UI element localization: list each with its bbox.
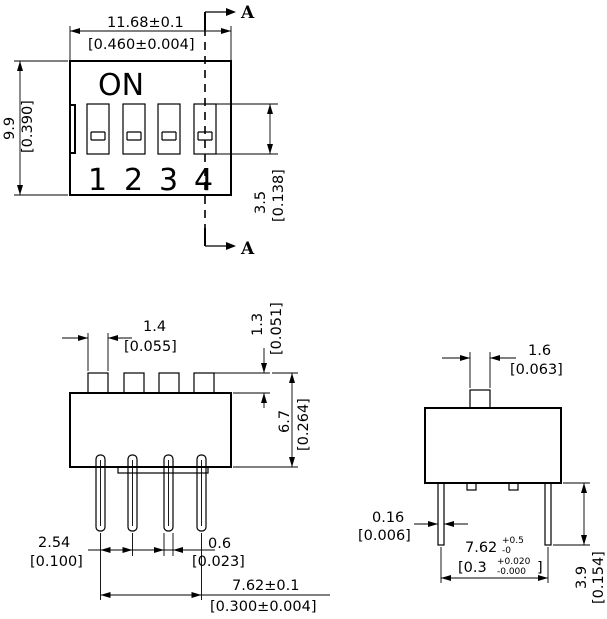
front-actuator-height-mm: 1.3	[250, 313, 266, 336]
side-actuator	[469, 389, 491, 409]
side-actuator-width-mm: 1.6	[528, 343, 551, 359]
side-row-spacing-in-tol-minus: -0.000	[497, 567, 526, 577]
switch-number-2: 2	[124, 163, 143, 198]
actuator-2	[123, 372, 145, 394]
side-pin-length-mm: 3.9	[574, 566, 590, 589]
front-standoff	[117, 466, 209, 474]
switch-number-1: 1	[88, 163, 107, 198]
top-view-edge-marker	[69, 104, 76, 154]
switch-slot-2	[122, 103, 146, 155]
front-body-height-dimension	[233, 372, 298, 468]
height-in: [0.390]	[20, 100, 36, 153]
side-row-spacing-in-close: ]	[537, 560, 543, 576]
section-label-top: A	[240, 3, 255, 23]
section-line	[204, 8, 236, 250]
side-pin-length-in: [0.154]	[591, 551, 607, 604]
width-dimension	[69, 26, 232, 60]
side-actuator-width-in: [0.063]	[510, 362, 563, 378]
switch-number-3: 3	[159, 163, 178, 198]
front-body-height-mm: 6.7	[277, 410, 293, 433]
side-pin-right	[544, 482, 552, 546]
actuator-1	[87, 372, 109, 394]
pitch-in: [0.138]	[271, 169, 287, 222]
width-in: [0.460±0.004]	[88, 37, 194, 53]
width-mm: 11.68±0.1	[107, 15, 184, 31]
side-row-spacing-in-tol-plus: +0.020	[497, 557, 531, 567]
side-row-spacing-dimension	[440, 547, 549, 583]
front-body-height-in: [0.264]	[296, 398, 312, 451]
side-row-spacing-mm-tol-plus: +0.5	[502, 536, 524, 546]
on-label: ON	[98, 68, 144, 103]
actuator-4	[193, 372, 215, 394]
front-row-spacing-dimension	[100, 592, 330, 598]
side-view: 1.6 [0.063] 0.16 [0.006] 7.62 +0.5 -0 [0…	[358, 343, 607, 604]
front-pin-width-in: [0.023]	[192, 554, 245, 570]
side-row-spacing-mm: 7.62	[465, 540, 497, 556]
front-actuator-width-in: [0.055]	[124, 339, 177, 355]
pitch-dimension	[216, 103, 278, 155]
front-view: 1.4 [0.055] 1.3 [0.051] 6.7 [0.264]	[30, 302, 330, 615]
side-view-body	[424, 407, 562, 484]
side-row-spacing-mm-tol-minus: -0	[502, 546, 511, 556]
front-pin-pitch-mm: 2.54	[38, 535, 70, 551]
switch-slot-1	[86, 103, 110, 155]
front-actuator-height-in: [0.051]	[269, 302, 285, 355]
switch-number-4: 4	[194, 163, 213, 198]
front-row-spacing-mm: 7.62±0.1	[232, 578, 300, 594]
side-standoff-left	[466, 482, 477, 491]
height-mm: 9.9	[2, 117, 18, 140]
front-actuator-width-mm: 1.4	[143, 319, 166, 335]
actuator-3	[158, 372, 180, 394]
side-row-spacing-in: [0.3	[458, 560, 487, 576]
side-pin-thickness-mm: 0.16	[372, 510, 404, 526]
side-pin-left	[437, 482, 445, 546]
side-standoff-right	[508, 482, 519, 491]
front-actuator-width-dimension	[62, 333, 132, 371]
front-row-spacing-in: [0.300±0.004]	[210, 599, 316, 615]
front-actuator-height-dimension	[214, 348, 270, 408]
front-pins	[95, 454, 207, 532]
top-view: ON 1 2 3 4	[2, 3, 287, 259]
front-pin-pitch-dimension	[88, 533, 215, 600]
switch-slot-3	[157, 103, 181, 155]
pitch-mm: 3.5	[253, 191, 269, 214]
side-actuator-width-dimension	[442, 352, 516, 388]
height-dimension	[14, 60, 68, 196]
side-pin-thickness-in: [0.006]	[358, 528, 411, 544]
side-pin-thickness-dimension	[414, 521, 468, 527]
front-pin-pitch-in: [0.100]	[30, 554, 83, 570]
front-pin-width-mm: 0.6	[208, 536, 231, 552]
front-view-body	[69, 392, 232, 468]
section-label-bottom: A	[240, 239, 255, 259]
side-pin-length-dimension	[553, 482, 590, 546]
